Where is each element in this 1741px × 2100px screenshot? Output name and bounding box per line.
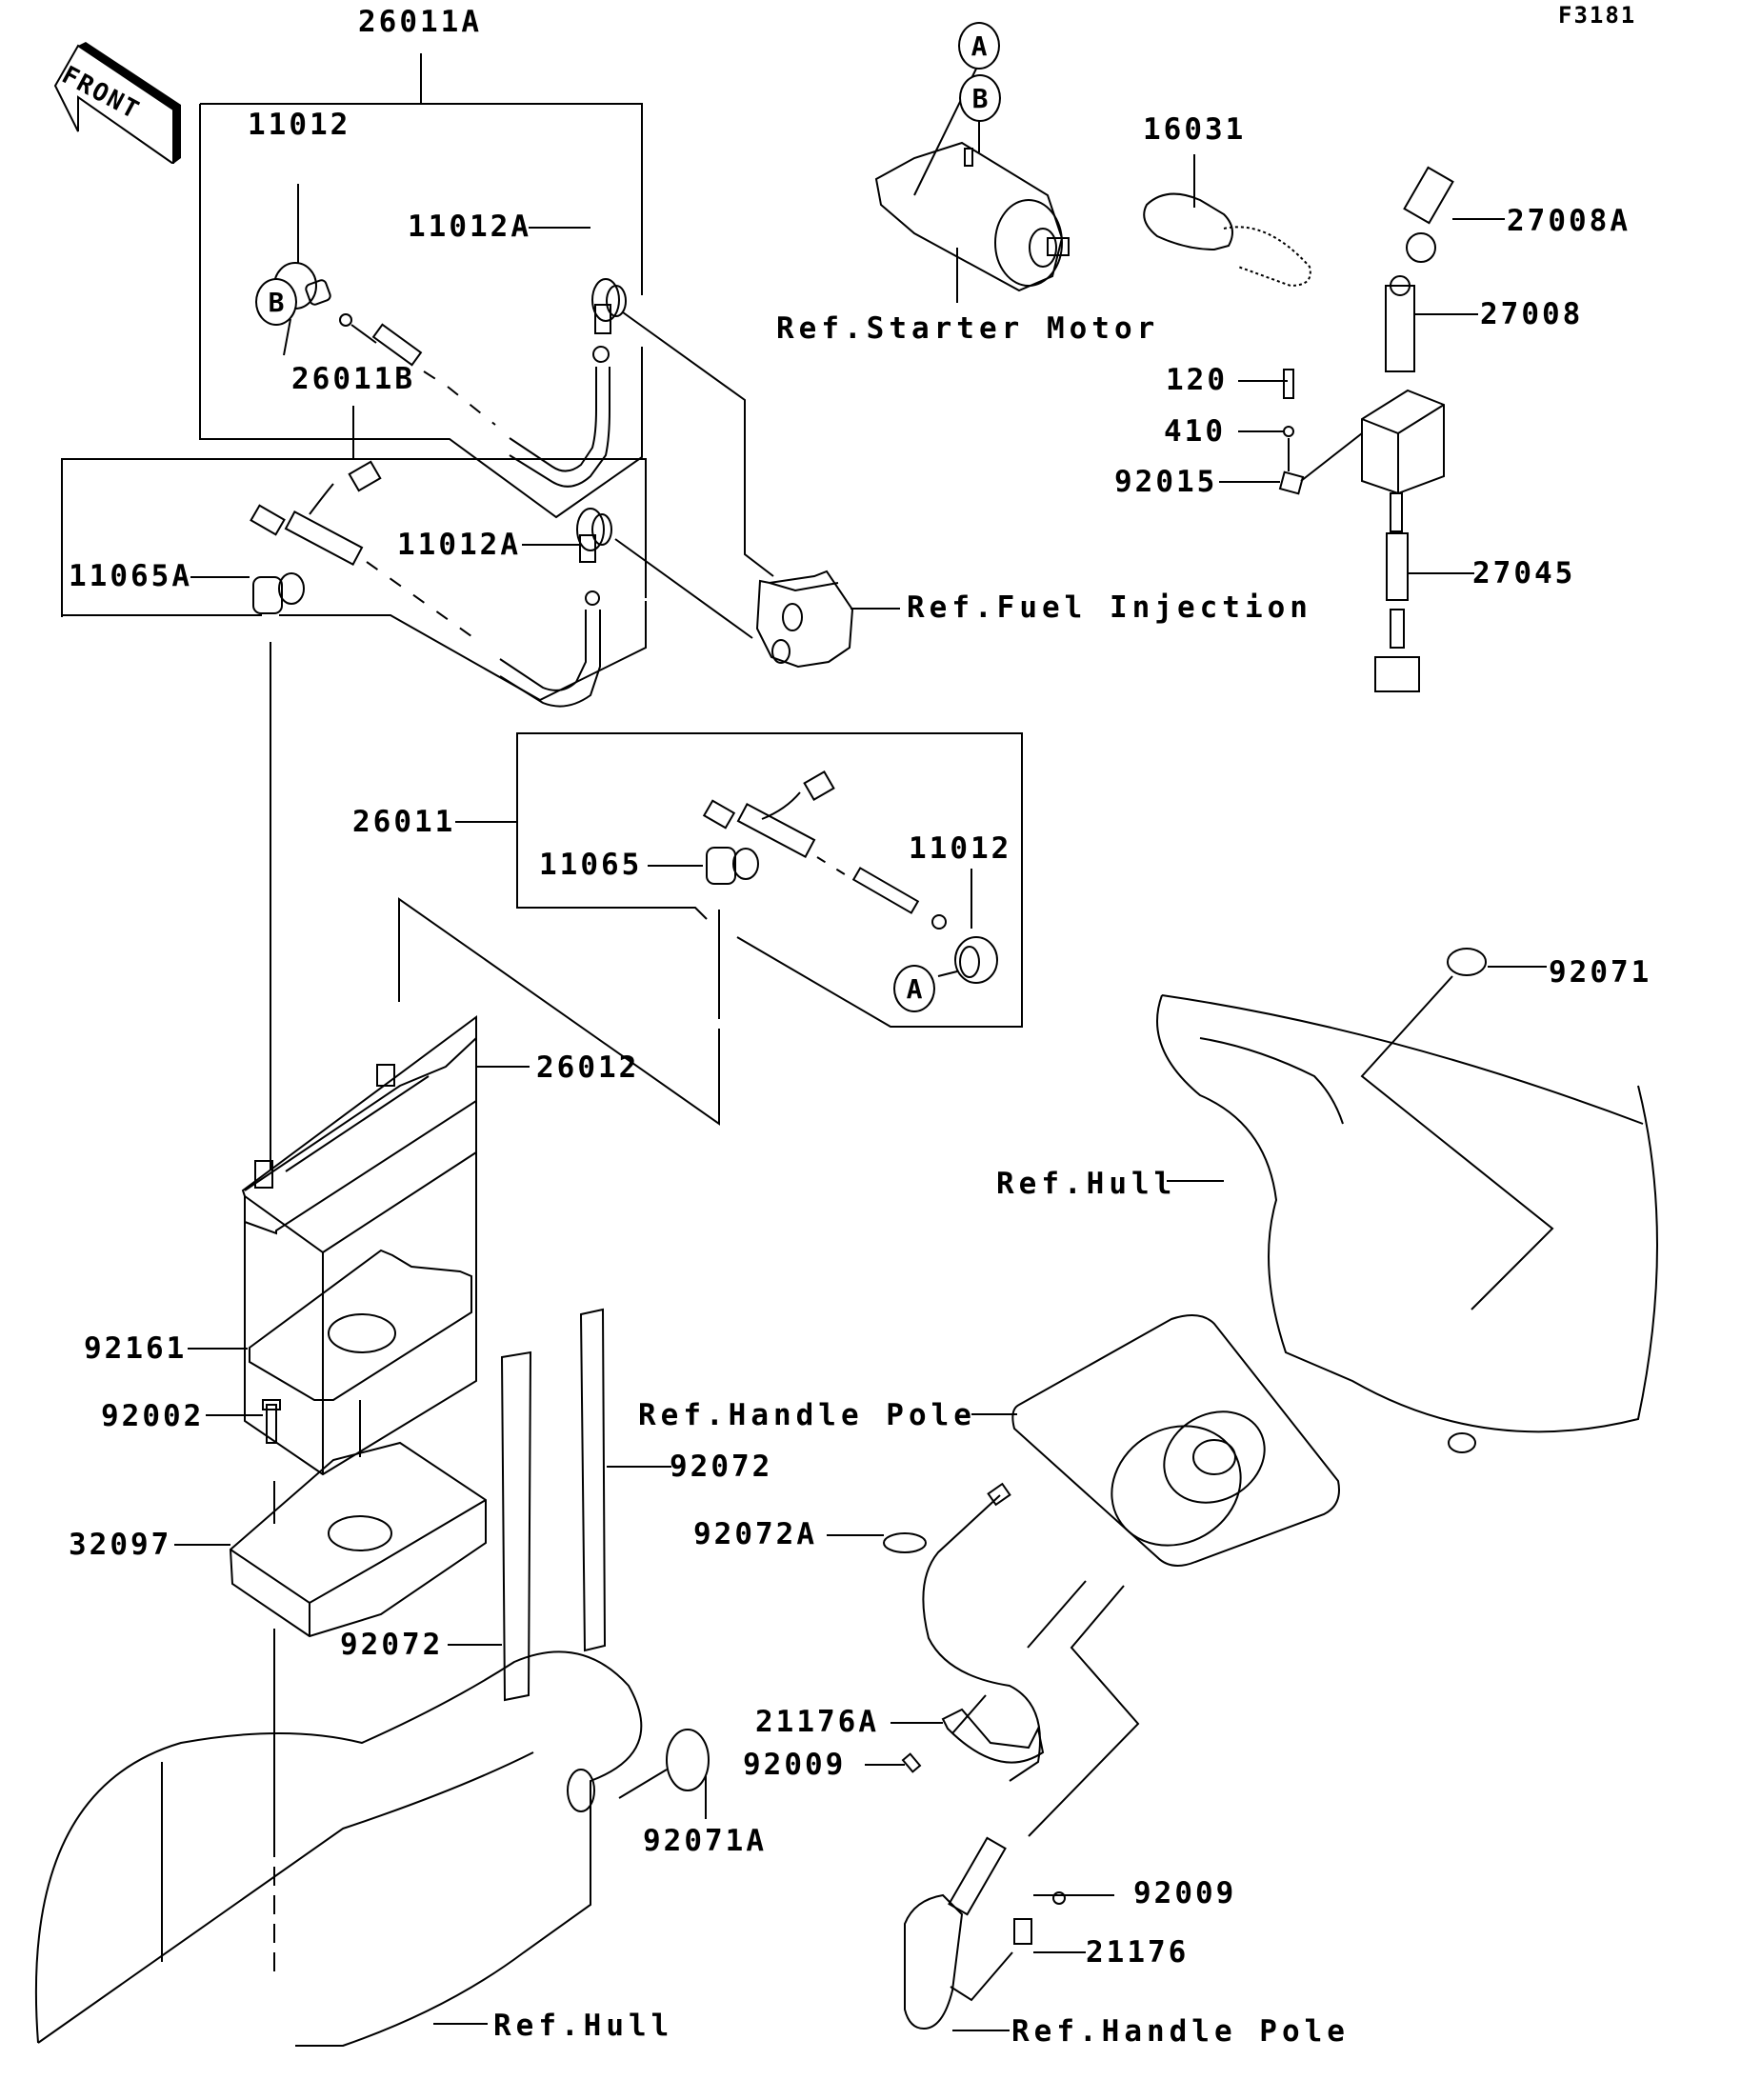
battery-cable-26011 <box>704 771 946 929</box>
front-arrow-icon <box>53 42 181 166</box>
ref-label-fuel-injection[interactable]: Ref.Fuel Injection <box>907 590 1312 625</box>
part-label-11012A-mid[interactable]: 11012A <box>397 528 521 562</box>
part-label-11065[interactable]: 11065 <box>539 848 643 882</box>
group-box-26011B-lower <box>279 601 646 700</box>
battery-cable-26011A <box>340 314 610 487</box>
terminal-cover-11012A-mid <box>577 509 611 562</box>
bolt-92002 <box>206 1400 280 1524</box>
leader-callout-b <box>284 319 290 355</box>
battery-26012 <box>243 642 719 1474</box>
leader-fuel-injection-1 <box>623 312 773 576</box>
part-label-27008[interactable]: 27008 <box>1480 297 1584 331</box>
part-label-92071[interactable]: 92071 <box>1549 955 1652 990</box>
part-label-92072-left[interactable]: 92072 <box>340 1628 444 1662</box>
callout-a-starter: A <box>958 22 1000 70</box>
terminal-cap-11065A <box>253 573 304 613</box>
part-label-27008A[interactable]: 27008A <box>1507 204 1631 238</box>
part-label-92072A[interactable]: 92072A <box>693 1517 817 1551</box>
strap-92072 <box>448 1310 671 1700</box>
battery-cable-26011B <box>251 462 600 707</box>
hull-right <box>1157 949 1657 1452</box>
callout-b-starter: B <box>959 74 1001 122</box>
handle-pole-plate <box>971 1315 1339 1569</box>
callout-b-battery-cable: B <box>255 278 297 326</box>
cable-26011B-group <box>62 406 752 707</box>
group-box-26011A-lower <box>200 104 642 517</box>
part-label-21176A[interactable]: 21176A <box>755 1705 879 1739</box>
ref-label-hull-bottom[interactable]: Ref.Hull <box>493 2009 674 2043</box>
group-box-26011B <box>62 459 646 617</box>
terminal-cover-11012-mid <box>955 937 997 983</box>
part-label-26011B[interactable]: 26011B <box>291 362 415 396</box>
sensor-wire <box>827 1484 1138 1836</box>
handle-pole-lower <box>905 1838 1114 2030</box>
part-label-26011A[interactable]: 26011A <box>358 5 482 39</box>
cable-26011-group <box>455 733 1022 1027</box>
ref-label-handle-pole-bottom[interactable]: Ref.Handle Pole <box>1011 2014 1350 2049</box>
switch-27045 <box>1219 370 1474 691</box>
part-label-32097[interactable]: 32097 <box>69 1528 172 1562</box>
part-label-21176[interactable]: 21176 <box>1086 1935 1190 1970</box>
leader-sensor-1 <box>1028 1581 1086 1648</box>
part-label-92072-right[interactable]: 92072 <box>670 1450 773 1484</box>
lanyard-16031 <box>1144 154 1311 286</box>
part-label-26011[interactable]: 26011 <box>352 805 456 839</box>
part-label-27045[interactable]: 27045 <box>1472 556 1576 590</box>
leader-21176-pole <box>951 1952 1012 2000</box>
part-label-11012A[interactable]: 11012A <box>408 210 531 244</box>
part-label-92161[interactable]: 92161 <box>84 1331 188 1366</box>
terminal-cap-11065 <box>707 848 758 884</box>
leader-92071-hull <box>1362 976 1552 1310</box>
leader-callout-a-mid <box>938 971 957 976</box>
ref-label-starter-motor[interactable]: Ref.Starter Motor <box>776 311 1160 346</box>
part-label-11012-mid[interactable]: 11012 <box>909 831 1012 866</box>
part-label-92002[interactable]: 92002 <box>101 1399 205 1433</box>
part-label-26012[interactable]: 26012 <box>536 1050 640 1085</box>
hull-left <box>36 1651 709 2046</box>
callout-a-battery-cable: A <box>893 965 935 1012</box>
fuel-injection-bracket <box>757 571 900 667</box>
group-box-26011-left <box>517 822 707 919</box>
part-label-11012[interactable]: 11012 <box>248 108 351 142</box>
part-label-92009-left[interactable]: 92009 <box>743 1748 847 1782</box>
key-27008A <box>1405 168 1505 262</box>
part-label-16031[interactable]: 16031 <box>1143 112 1247 147</box>
diagram-code: F3181 <box>1558 2 1637 29</box>
ref-label-hull-right[interactable]: Ref.Hull <box>996 1167 1177 1201</box>
part-label-92015[interactable]: 92015 <box>1114 465 1218 499</box>
part-label-92071A[interactable]: 92071A <box>643 1824 767 1858</box>
part-label-11065A[interactable]: 11065A <box>69 559 192 593</box>
group-box-26011A <box>200 104 642 295</box>
ref-label-handle-pole-mid[interactable]: Ref.Handle Pole <box>638 1398 976 1432</box>
leader-sensor-2 <box>1029 1586 1138 1836</box>
part-label-92009-right[interactable]: 92009 <box>1133 1876 1237 1910</box>
part-label-410[interactable]: 410 <box>1164 414 1226 449</box>
leader-fuel-injection-2 <box>615 539 752 638</box>
front-direction-indicator <box>50 38 192 166</box>
leader-sensor-3 <box>952 1695 986 1733</box>
leader-26012-box <box>399 899 719 1124</box>
key-27008 <box>1386 276 1478 371</box>
battery-cover-92161 <box>188 1250 471 1457</box>
part-label-120[interactable]: 120 <box>1166 363 1228 397</box>
terminal-cover-11012A <box>592 279 626 333</box>
